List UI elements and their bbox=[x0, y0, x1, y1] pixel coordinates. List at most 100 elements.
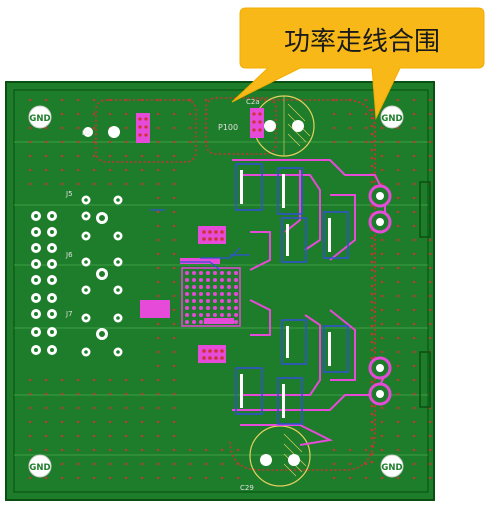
connector-pad-hole bbox=[84, 316, 88, 320]
stitch-via bbox=[92, 462, 96, 466]
stitch-via bbox=[396, 322, 400, 326]
header-pin-hole bbox=[34, 230, 38, 234]
header-pin-hole bbox=[34, 296, 38, 300]
stitch-via bbox=[172, 238, 176, 242]
right-connectors bbox=[419, 181, 431, 408]
ic-ball bbox=[234, 313, 238, 317]
stitch-via bbox=[108, 476, 112, 480]
stitch-via bbox=[140, 462, 144, 466]
stitch-via bbox=[396, 126, 400, 130]
label-p100: P100 bbox=[218, 123, 238, 132]
ic-ball bbox=[192, 313, 196, 317]
stitch-via bbox=[108, 154, 112, 158]
stitch-via bbox=[236, 476, 240, 480]
stitch-via bbox=[380, 420, 384, 424]
stitch-via bbox=[188, 98, 192, 102]
stitch-via bbox=[396, 392, 400, 396]
gnd-label-top-left: GND bbox=[29, 114, 50, 124]
stitch-via bbox=[188, 462, 192, 466]
ic-ball bbox=[192, 271, 196, 275]
stitch-via bbox=[92, 448, 96, 452]
ic-ball bbox=[206, 278, 210, 282]
stitch-via bbox=[172, 392, 176, 396]
stitch-via bbox=[188, 448, 192, 452]
stitch-via bbox=[172, 252, 176, 256]
stitch-via bbox=[76, 140, 80, 144]
stitch-via bbox=[172, 168, 176, 172]
stitch-via bbox=[396, 224, 400, 228]
stitch-via bbox=[428, 448, 432, 452]
header-pin-hole bbox=[34, 262, 38, 266]
ic-ball bbox=[213, 306, 217, 310]
stitch-via bbox=[172, 154, 176, 158]
stitch-via bbox=[396, 364, 400, 368]
stitch-via bbox=[60, 182, 64, 186]
stitch-via bbox=[60, 98, 64, 102]
stitch-via bbox=[396, 168, 400, 172]
stitch-via bbox=[204, 98, 208, 102]
stitch-via bbox=[236, 448, 240, 452]
stitch-via bbox=[412, 308, 416, 312]
stitch-via bbox=[412, 364, 416, 368]
stitch-via bbox=[92, 434, 96, 438]
stitch-via bbox=[412, 350, 416, 354]
stitch-via bbox=[28, 392, 32, 396]
stitch-via bbox=[108, 112, 112, 116]
stitch-via bbox=[428, 238, 432, 242]
ic-ball bbox=[234, 299, 238, 303]
stitch-via bbox=[380, 308, 384, 312]
stitch-via bbox=[60, 112, 64, 116]
connector-pad-hole bbox=[84, 198, 88, 202]
stitch-via bbox=[156, 350, 160, 354]
stitch-via bbox=[370, 148, 374, 152]
stitch-via bbox=[156, 182, 160, 186]
stitch-via bbox=[44, 476, 48, 480]
stitch-via bbox=[156, 476, 160, 480]
stitch-via bbox=[412, 420, 416, 424]
stitch-via bbox=[60, 462, 64, 466]
gnd-label-bottom-right: GND bbox=[381, 463, 402, 473]
stitch-via bbox=[108, 392, 112, 396]
stitch-via bbox=[172, 196, 176, 200]
ic-ball bbox=[206, 271, 210, 275]
stitch-via bbox=[380, 126, 384, 130]
stitch-via bbox=[370, 124, 374, 128]
stitch-via bbox=[92, 98, 96, 102]
header-pin-hole bbox=[50, 262, 54, 266]
stitch-via bbox=[28, 126, 32, 130]
stitch-via bbox=[428, 322, 432, 326]
ic-ball bbox=[192, 285, 196, 289]
stitch-via bbox=[108, 448, 112, 452]
stitch-via bbox=[140, 406, 144, 410]
stitch-via bbox=[108, 140, 112, 144]
stitch-via bbox=[156, 112, 160, 116]
stitch-via bbox=[44, 406, 48, 410]
header-pin-hole bbox=[50, 330, 54, 334]
stitch-via bbox=[124, 434, 128, 438]
ic-ball bbox=[213, 285, 217, 289]
stitch-via bbox=[364, 448, 368, 452]
stitch-via bbox=[44, 126, 48, 130]
stitch-via bbox=[364, 98, 368, 102]
stitch-via bbox=[370, 260, 374, 264]
header-pin-hole bbox=[34, 330, 38, 334]
stitch-via bbox=[156, 448, 160, 452]
stitch-via bbox=[370, 156, 374, 160]
led-d2 bbox=[83, 126, 120, 138]
ic-ball bbox=[234, 306, 238, 310]
stitch-via bbox=[172, 462, 176, 466]
stitch-via bbox=[172, 112, 176, 116]
stitch-via bbox=[140, 420, 144, 424]
stitch-via bbox=[370, 420, 374, 424]
stitch-via bbox=[396, 210, 400, 214]
stitch-via bbox=[156, 378, 160, 382]
stitch-via bbox=[380, 252, 384, 256]
stitch-via bbox=[380, 294, 384, 298]
header-pin-hole bbox=[50, 278, 54, 282]
stitch-via bbox=[156, 364, 160, 368]
stitch-via bbox=[172, 448, 176, 452]
ic-ball bbox=[220, 292, 224, 296]
stitch-via bbox=[76, 476, 80, 480]
stitch-via bbox=[108, 420, 112, 424]
stitch-via bbox=[44, 168, 48, 172]
